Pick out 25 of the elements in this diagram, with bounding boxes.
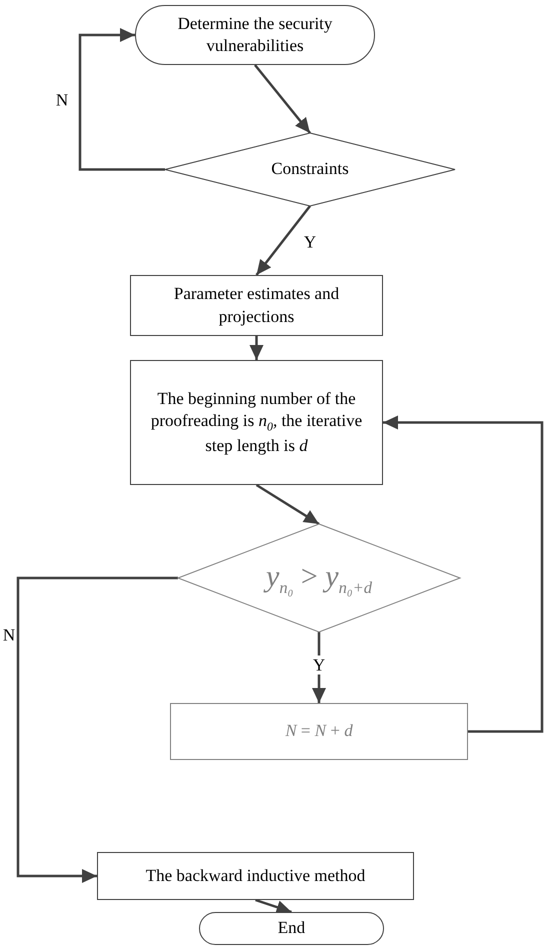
formula: y$_{n₀}$ > y$_{n₀+d}$: [266, 557, 372, 599]
arrow: [255, 898, 292, 914]
arrow: [254, 64, 311, 134]
decision-diamond: [178, 524, 460, 632]
node-label: The backward inductive method: [146, 864, 366, 887]
process-box: [130, 275, 383, 336]
arrow: [256, 484, 320, 526]
edge-label: Y: [312, 656, 326, 674]
arrow: [16, 576, 178, 883]
node-label: N = N + d: [285, 720, 353, 742]
process-box: [170, 703, 468, 760]
decision-diamond: [165, 133, 455, 206]
node-label: Constraints: [271, 158, 349, 180]
node-label: End: [278, 917, 306, 940]
arrow: [250, 336, 264, 360]
arrow: [312, 632, 326, 703]
node-label: The beginning number of the proofreading is n$_{0}$, the iterative step length is d: [150, 388, 364, 457]
node-label: Determine the security vulnerabilities: [176, 12, 334, 57]
arrow: [383, 416, 544, 733]
node-label: Parameter estimates and projections: [172, 283, 340, 328]
terminal-shape: [199, 912, 384, 945]
arrow: [256, 205, 311, 276]
arrow: [78, 28, 165, 171]
process-box: [97, 852, 414, 900]
process-box: [130, 360, 383, 485]
